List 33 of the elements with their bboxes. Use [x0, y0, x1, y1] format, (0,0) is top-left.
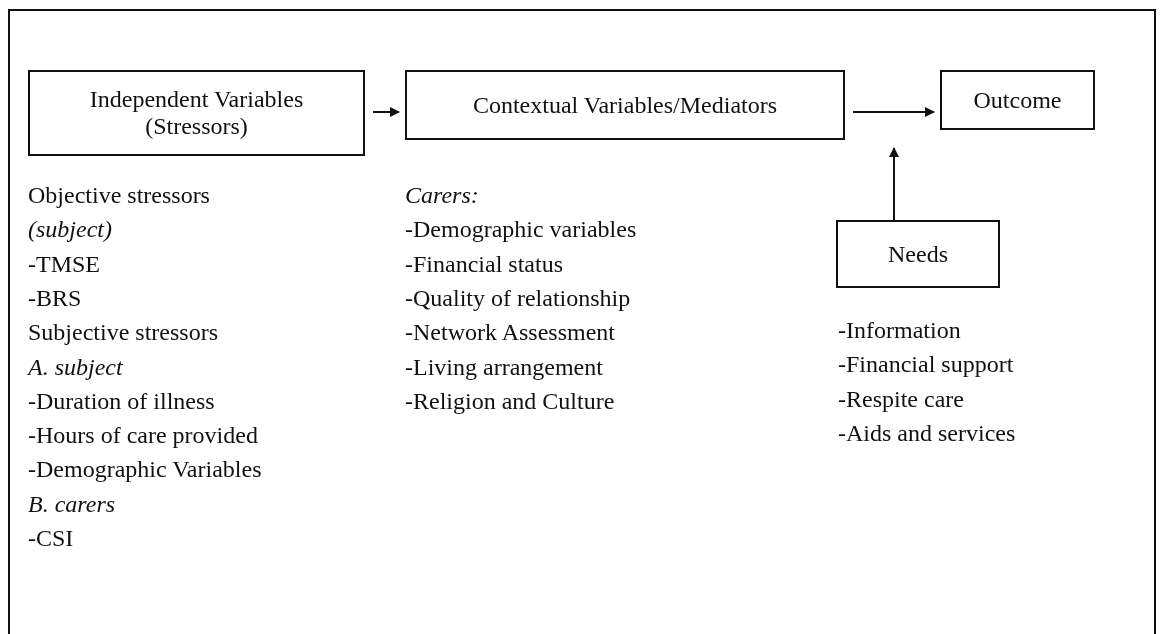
list-item: -Quality of relationship — [405, 283, 631, 312]
process-box — [405, 70, 845, 140]
box-label: Outcome — [973, 86, 1062, 114]
list-item: -Aids and services — [838, 418, 1016, 447]
box-label: Needs — [888, 240, 948, 268]
list-item: Carers: — [405, 181, 479, 209]
list-item: -Hours of care provided — [28, 421, 258, 450]
list-item: -Financial status — [405, 249, 563, 278]
process-box — [836, 220, 1000, 288]
list-item: -Respite care — [838, 384, 964, 413]
list-item: -Financial support — [838, 350, 1014, 379]
box-label: Contextual Variables/Mediators — [472, 91, 778, 119]
list-item: -BRS — [28, 283, 82, 312]
arrow — [852, 107, 935, 117]
list-item: -Duration of illness — [28, 386, 215, 415]
list-item: -Living arrangement — [405, 352, 603, 381]
list-item: -CSI — [28, 524, 74, 552]
list-item: A. subject — [28, 352, 123, 381]
arrow — [889, 147, 899, 221]
box-label: Independent Variables (Stressors) — [88, 86, 305, 140]
list-item: -Information — [838, 316, 961, 344]
process-box — [28, 70, 365, 156]
process-box — [940, 70, 1095, 130]
arrow — [372, 107, 400, 117]
list-item: -TMSE — [28, 249, 100, 278]
list-item: -Religion and Culture — [405, 386, 615, 415]
list-item: Objective stressors — [28, 181, 210, 209]
list-item: -Demographic Variables — [28, 455, 262, 484]
list-item: -Demographic variables — [405, 215, 637, 244]
list-item: (subject) — [28, 215, 112, 244]
list-item: B. carers — [28, 489, 116, 518]
list-item: -Network Assessment — [405, 318, 615, 347]
list-item: Subjective stressors — [28, 318, 218, 347]
